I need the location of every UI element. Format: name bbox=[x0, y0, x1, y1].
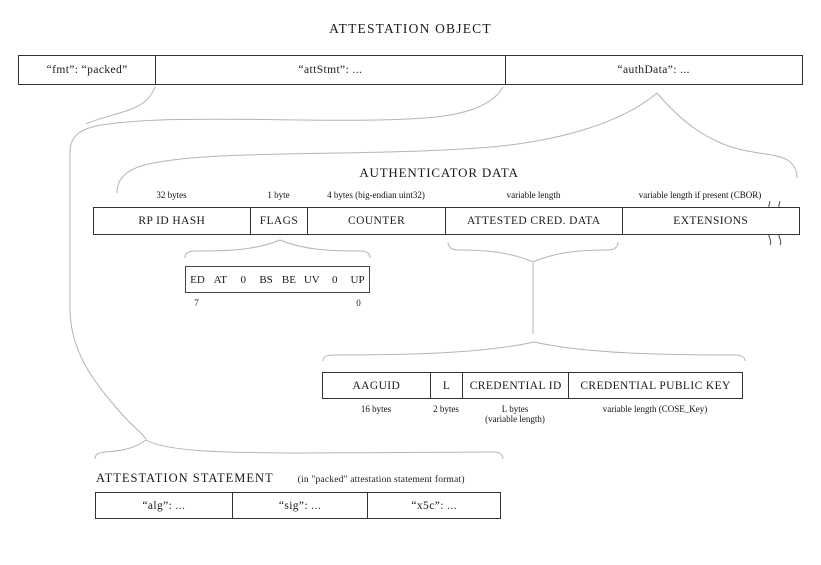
bit-be: BE bbox=[281, 273, 296, 286]
extensions-cell: EXTENSIONS bbox=[621, 208, 799, 234]
credential-id-cell: CREDENTIAL ID bbox=[462, 373, 568, 398]
authenticator-data-row: RP ID HASH FLAGS COUNTER ATTESTED CRED. … bbox=[93, 207, 800, 235]
page-title: ATTESTATION OBJECT bbox=[329, 21, 492, 36]
bit-at: AT bbox=[213, 273, 228, 286]
brace-attested-fields bbox=[322, 341, 746, 362]
bit-index-msb: 7 bbox=[194, 298, 199, 308]
bit-ed: ED bbox=[190, 273, 205, 286]
bit-rfu-6: 0 bbox=[240, 273, 246, 286]
rp-id-hash-cell: RP ID HASH bbox=[138, 215, 206, 227]
brace-attestation-statement bbox=[94, 439, 504, 460]
brace-attested-cred-data bbox=[447, 241, 619, 263]
bit-uv: UV bbox=[303, 273, 320, 286]
brace-flags bbox=[184, 239, 371, 259]
size-aaguid: 16 bytes bbox=[360, 404, 392, 414]
flags-bit-box: ED AT 0 BS BE UV 0 UP bbox=[185, 266, 370, 293]
attested-cred-data-row: AAGUID L CREDENTIAL ID CREDENTIAL PUBLIC… bbox=[322, 372, 743, 399]
bit-up: UP bbox=[350, 273, 365, 286]
length-cell: L bbox=[429, 373, 463, 398]
size-credential-public-key: variable length (COSE_Key) bbox=[602, 404, 708, 414]
size-length: 2 bytes bbox=[433, 404, 459, 414]
size-flags: 1 byte bbox=[267, 190, 290, 200]
attestation-statement-title: ATTESTATION STATEMENT bbox=[96, 471, 274, 485]
attstmt-cell: “attStmt”: ... bbox=[155, 56, 504, 84]
size-extensions: variable length if present (CBOR) bbox=[638, 190, 762, 200]
attestation-statement-row: “alg”: ... “sig”: ... “x5c”: ... bbox=[95, 492, 501, 519]
bit-index-lsb: 0 bbox=[356, 298, 361, 308]
flags-cell: FLAGS bbox=[249, 208, 308, 234]
attestation-statement-format-note: (in "packed" attestation statement forma… bbox=[297, 475, 465, 485]
authenticator-data-heading: AUTHENTICATOR DATA bbox=[359, 165, 519, 180]
bit-bs: BS bbox=[259, 273, 273, 286]
counter-cell: COUNTER bbox=[307, 208, 445, 234]
attested-cred-data-cell: ATTESTED CRED. DATA bbox=[445, 208, 622, 234]
alg-cell: “alg”: ... bbox=[142, 499, 186, 512]
connector-fmt bbox=[85, 86, 156, 125]
aaguid-cell: AAGUID bbox=[352, 379, 401, 392]
size-attested-cred-data: variable length bbox=[506, 190, 561, 200]
size-counter: 4 bytes (big-endian uint32) bbox=[327, 190, 425, 200]
attestation-statement-heading: ATTESTATION STATEMENT (in "packed" attes… bbox=[96, 471, 465, 486]
x5c-cell: “x5c”: ... bbox=[367, 493, 500, 518]
size-credential-id: L bytes (variable length) bbox=[455, 404, 575, 424]
attestation-object-row: “fmt”: “packed” “attStmt”: ... “authData… bbox=[18, 55, 803, 85]
size-rp-id-hash: 32 bytes bbox=[156, 190, 187, 200]
size-credential-id-line2: (variable length) bbox=[485, 414, 545, 424]
size-credential-id-line1: L bytes bbox=[501, 404, 529, 414]
credential-public-key-cell: CREDENTIAL PUBLIC KEY bbox=[568, 373, 742, 398]
sig-cell: “sig”: ... bbox=[231, 493, 368, 518]
authdata-cell: “authData”: ... bbox=[504, 56, 802, 84]
bit-rfu-1: 0 bbox=[331, 273, 338, 286]
fmt-cell: “fmt”: “packed” bbox=[46, 64, 128, 76]
